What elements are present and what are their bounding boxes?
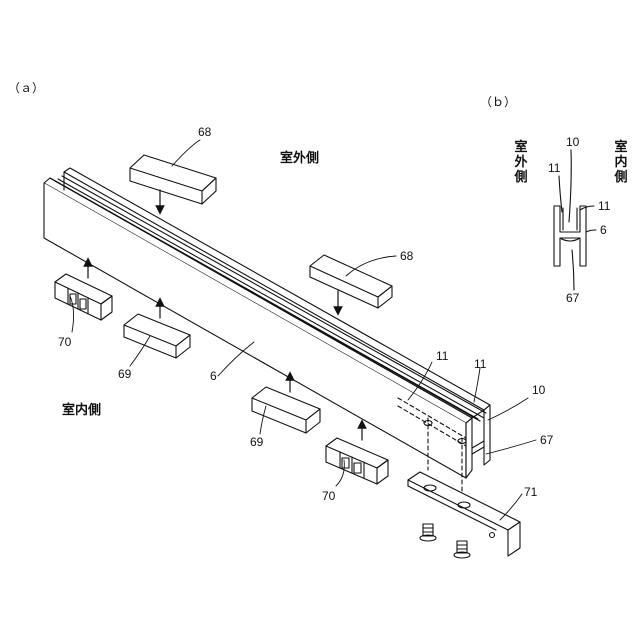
label-70-right: 70 [322, 490, 335, 502]
label-69-left: 69 [118, 368, 131, 380]
indoor-side-vertical-label: 室内側 [614, 140, 628, 185]
label-70-left: 70 [58, 336, 71, 348]
bracket-71 [408, 472, 520, 556]
panel-label-b: （ｂ） [480, 96, 516, 108]
block-68-left [130, 155, 216, 204]
outdoor-side-label: 室外側 [280, 152, 319, 165]
outdoor-side-vertical-label: 室外側 [514, 140, 528, 185]
section-label-6: 6 [600, 224, 607, 236]
label-11-left: 11 [436, 350, 448, 362]
section-label-67: 67 [566, 292, 579, 304]
clip-70-left [55, 274, 112, 320]
label-69-right: 69 [250, 436, 263, 448]
label-68-right: 68 [400, 250, 413, 262]
label-71: 71 [524, 486, 537, 498]
screw-left [420, 524, 436, 541]
label-6: 6 [210, 370, 217, 382]
block-69-right [252, 387, 320, 433]
rail-body [44, 168, 490, 500]
panel-label-a: （ａ） [8, 82, 44, 94]
section-label-11-left: 11 [548, 162, 560, 174]
label-11-right: 11 [474, 358, 486, 370]
indoor-side-label: 室内側 [62, 404, 101, 417]
label-10: 10 [532, 384, 545, 396]
clip-70-right [326, 438, 388, 484]
section-label-11-right: 11 [598, 200, 610, 212]
label-67: 67 [540, 434, 553, 446]
screw-right [454, 541, 470, 558]
label-68-top: 68 [198, 126, 211, 138]
section-label-10: 10 [566, 136, 579, 148]
block-68-right [310, 255, 392, 308]
block-69-left [124, 314, 190, 358]
